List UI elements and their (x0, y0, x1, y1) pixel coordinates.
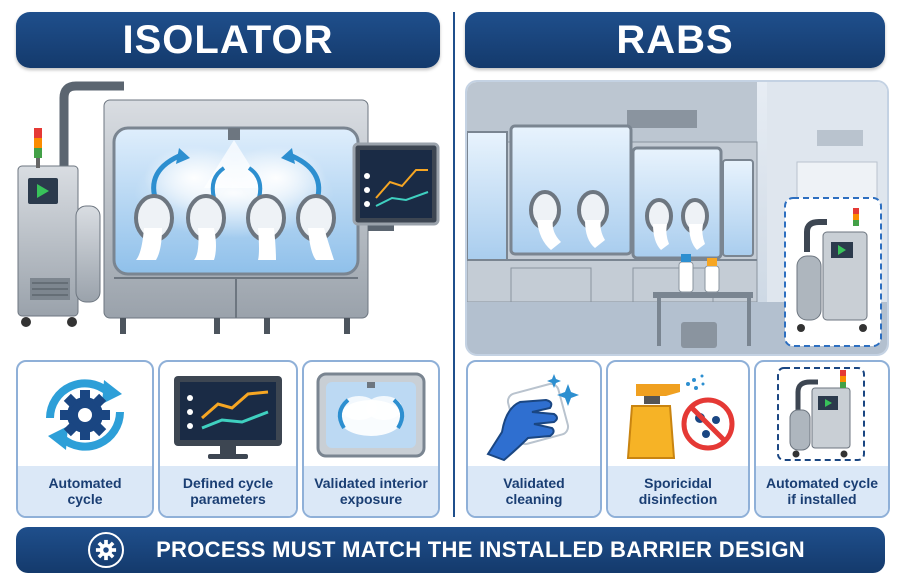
caption-line1: Validated interior (314, 475, 428, 491)
isolator-illustration (14, 78, 444, 348)
spray-bottle-icon (626, 374, 735, 459)
gloved-hand-wipe-icon (486, 374, 579, 462)
caption-line1: Automated (48, 475, 122, 491)
vapor-chamber-icon (316, 372, 426, 458)
caption-line2: disinfection (638, 491, 718, 507)
caption-line2: parameters (190, 491, 266, 507)
caption-line1: Automated cycle (765, 475, 879, 491)
caption-line1: Defined cycle (182, 475, 274, 491)
caption-line2: cycle (67, 491, 103, 507)
footer-banner: PROCESS MUST MATCH THE INSTALLED BARRIER… (16, 527, 885, 573)
rabs-title: RABS (465, 12, 885, 68)
caption-line1: Sporicidal (644, 475, 712, 491)
caption-line1: Validated (503, 475, 565, 491)
column-divider (453, 12, 455, 517)
caption-line2: if installed (787, 491, 857, 507)
rotating-gear-icon (46, 379, 124, 451)
rabs-illustration (465, 80, 889, 356)
monitor-graph-icon (174, 376, 282, 459)
caption-line2: cleaning (505, 491, 563, 507)
portable-generator-icon (777, 367, 865, 461)
footer-text: PROCESS MUST MATCH THE INSTALLED BARRIER… (156, 537, 805, 562)
isolator-title-text: ISOLATOR (122, 17, 334, 62)
isolator-title: ISOLATOR (16, 12, 440, 68)
gear-icon (88, 532, 124, 568)
caption-line2: exposure (339, 491, 403, 507)
rabs-title-text: RABS (616, 17, 734, 62)
